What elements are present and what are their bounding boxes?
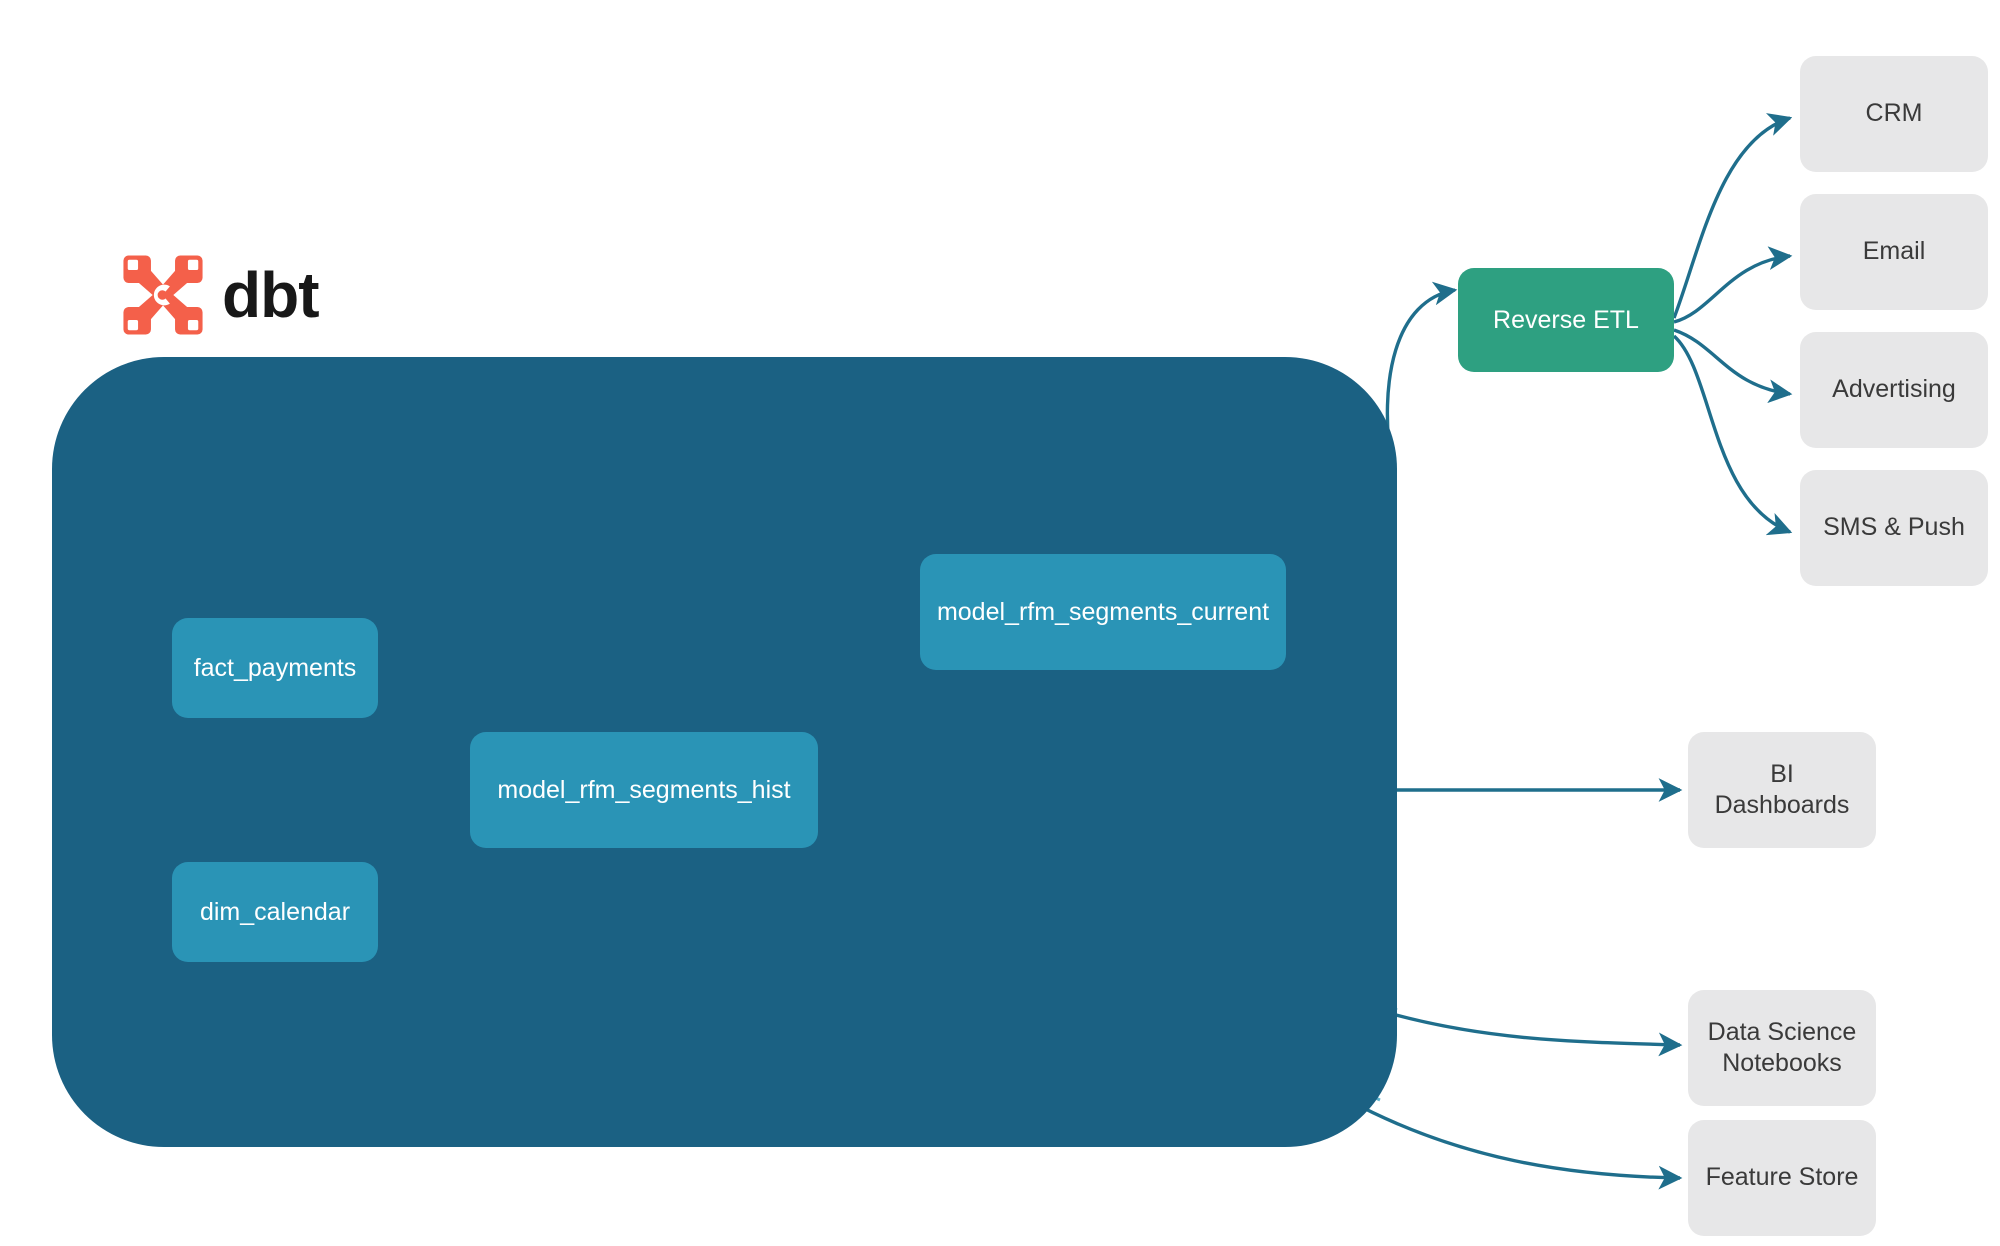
destination-label: CRM <box>1865 99 1923 128</box>
edge-to-data-science-notebooks <box>1377 1008 1683 1057</box>
dbt-logo-icon <box>123 255 203 335</box>
model-node-label: model_rfm_segments_hist <box>497 775 791 804</box>
model-node-rfm-segments-hist[interactable]: model_rfm_segments_hist <box>470 732 818 848</box>
destination-node-feature-store[interactable]: Feature Store <box>1688 1120 1876 1236</box>
model-node-label: model_rfm_segments_current <box>936 597 1270 626</box>
edge-reverse-etl-to-sms-push <box>1672 334 1793 536</box>
destination-label: SMS & Push <box>1823 513 1965 542</box>
reverse-etl-label: Reverse ETL <box>1493 305 1639 334</box>
model-node-dim-calendar[interactable]: dim_calendar <box>172 862 378 962</box>
destination-node-advertising[interactable]: Advertising <box>1800 332 1988 448</box>
dbt-brand-logo: dbt <box>120 252 319 338</box>
edge-reverse-etl-to-email <box>1673 246 1793 324</box>
reverse-etl-node[interactable]: Reverse ETL <box>1458 268 1674 372</box>
destination-node-sms-push[interactable]: SMS & Push <box>1800 470 1988 586</box>
destination-label-line-2: Notebooks <box>1722 1049 1842 1077</box>
destination-label: Feature Store <box>1705 1163 1859 1192</box>
model-node-label: dim_calendar <box>199 897 351 926</box>
destination-label: Email <box>1862 237 1926 266</box>
destination-label: Advertising <box>1832 375 1956 404</box>
edge-reverse-etl-to-advertising <box>1673 328 1793 404</box>
model-node-label: fact_payments <box>193 653 357 682</box>
destination-label: BI Dashboards <box>1714 759 1850 819</box>
dbt-wordmark: dbt <box>222 259 319 331</box>
edge-to-feature-store <box>1347 1098 1683 1190</box>
destination-node-data-science-notebooks[interactable]: Data Science Notebooks <box>1688 990 1876 1106</box>
destination-label-line-1: Data Science <box>1707 1017 1857 1046</box>
edge-container-to-reverse-etl <box>1385 281 1458 471</box>
model-node-fact-payments[interactable]: fact_payments <box>172 618 378 718</box>
destination-node-bi-dashboards[interactable]: BI Dashboards <box>1688 732 1876 848</box>
destination-node-crm[interactable]: CRM <box>1800 56 1988 172</box>
destination-node-email[interactable]: Email <box>1800 194 1988 310</box>
edge-reverse-etl-to-crm <box>1672 113 1793 319</box>
model-node-rfm-segments-current[interactable]: model_rfm_segments_current <box>920 554 1286 670</box>
